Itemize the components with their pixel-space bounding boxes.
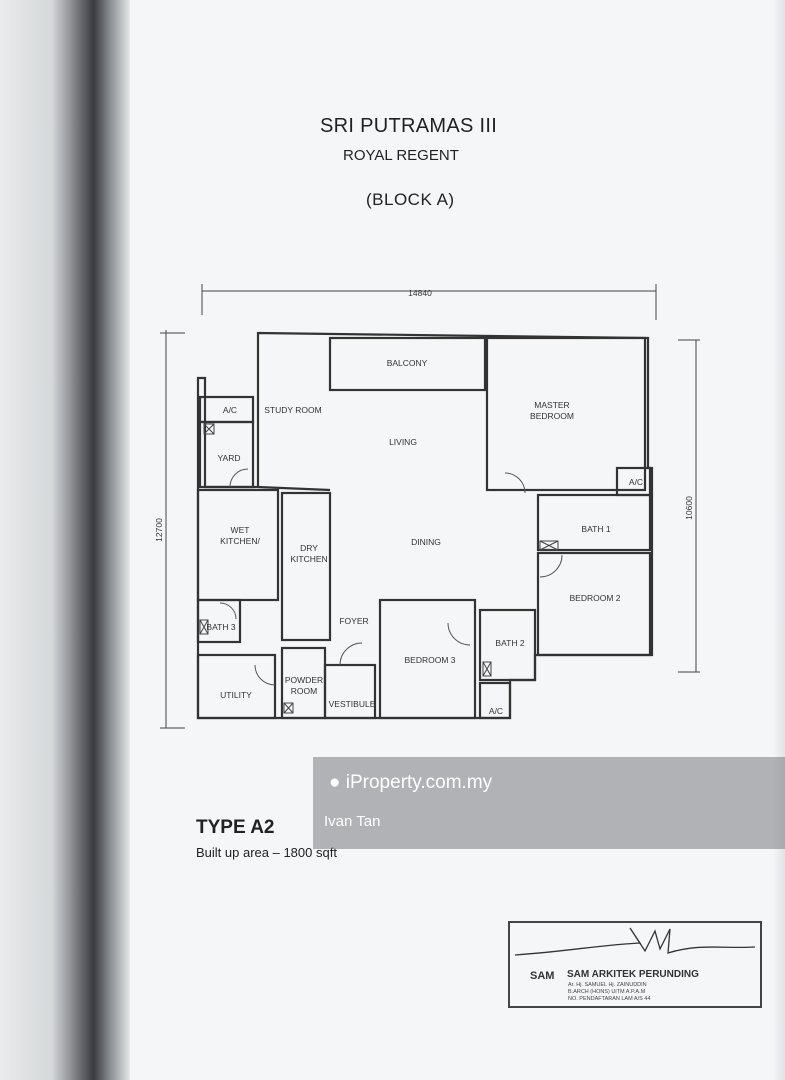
label-bath-3: BATH 3 [206, 622, 235, 632]
label-master: MASTER [534, 400, 569, 410]
label-ac-1: A/C [223, 405, 237, 415]
room-dry-kitchen [280, 491, 332, 642]
architect-name: Ar. Hj. SAMUEL Hj. ZAINUDDIN [568, 982, 647, 988]
label-dining: DINING [411, 537, 441, 547]
room-bath-3 [196, 598, 242, 644]
label-powder: POWDER [285, 675, 323, 685]
label-bath-2: BATH 2 [495, 638, 524, 648]
door-swings [219, 468, 563, 686]
label-wet-kitchen: KITCHEN/ [220, 536, 260, 546]
unit-type: TYPE A2 [196, 817, 275, 838]
room-bedroom-3 [378, 598, 477, 720]
room-vestibule [323, 663, 377, 720]
sam-logo: SAM [530, 970, 555, 982]
label-balcony: BALCONY [387, 358, 428, 368]
registration-number: NO. PENDAFTARAN LAM A/S 44 [568, 996, 651, 1002]
room-balcony [328, 336, 487, 392]
watermark-user: Ivan Tan [324, 813, 381, 830]
label-ac-3: A/C [489, 706, 503, 716]
room-yard [198, 420, 255, 489]
label-powder-room: ROOM [291, 686, 317, 696]
watermark-banner: ● iProperty.com.my Ivan Tan [313, 757, 785, 849]
architect-stamp: SAM SAM ARKITEK PERUNDING Ar. Hj. SAMUEL… [508, 921, 762, 1008]
duct-markers [199, 423, 559, 714]
label-bath-1: BATH 1 [581, 524, 610, 534]
room-master-bedroom [485, 336, 647, 492]
label-master-bedroom: BEDROOM [530, 411, 574, 421]
room-bath-1 [536, 493, 652, 552]
dimension-height-right: 10600 [684, 496, 694, 520]
room-bath-2 [478, 608, 537, 682]
room-ac-3 [478, 681, 512, 720]
book-binding-shadow [0, 0, 130, 1080]
label-bedroom-2: BEDROOM 2 [569, 593, 620, 603]
signature [514, 927, 756, 956]
dimension-height-left: 12700 [154, 518, 164, 542]
firm-name: SAM ARKITEK PERUNDING [567, 969, 699, 980]
label-study-room: STUDY ROOM [264, 405, 321, 415]
label-foyer: FOYER [339, 616, 368, 626]
label-ac-2: A/C [629, 477, 643, 487]
label-yard: YARD [218, 453, 241, 463]
room-ac-2 [615, 466, 652, 497]
label-dry: DRY [300, 543, 318, 553]
location-pin-icon: ● [329, 772, 341, 793]
label-vestibule: VESTIBULE [329, 699, 376, 709]
built-up-area: Built up area – 1800 sqft [196, 845, 337, 860]
label-living: LIVING [389, 437, 417, 447]
watermark-logo-text: iProperty.com.my [345, 772, 493, 793]
label-utility: UTILITY [220, 690, 252, 700]
label-bedroom-3: BEDROOM 3 [404, 655, 455, 665]
label-wet: WET [231, 525, 250, 535]
block-label: (BLOCK A) [366, 190, 455, 209]
project-title: SRI PUTRAMAS III [320, 115, 498, 137]
room-utility [196, 653, 277, 720]
watermark-logo: ● iProperty.com.my [329, 772, 492, 794]
dimension-width: 14840 [408, 288, 432, 298]
room-bedroom-2 [536, 551, 652, 657]
project-subtitle: ROYAL REGENT [343, 147, 459, 164]
label-dry-kitchen: KITCHEN [290, 554, 327, 564]
architect-qualification: B.ARCH (HONS) UiTM A.P.A.M [568, 989, 646, 995]
